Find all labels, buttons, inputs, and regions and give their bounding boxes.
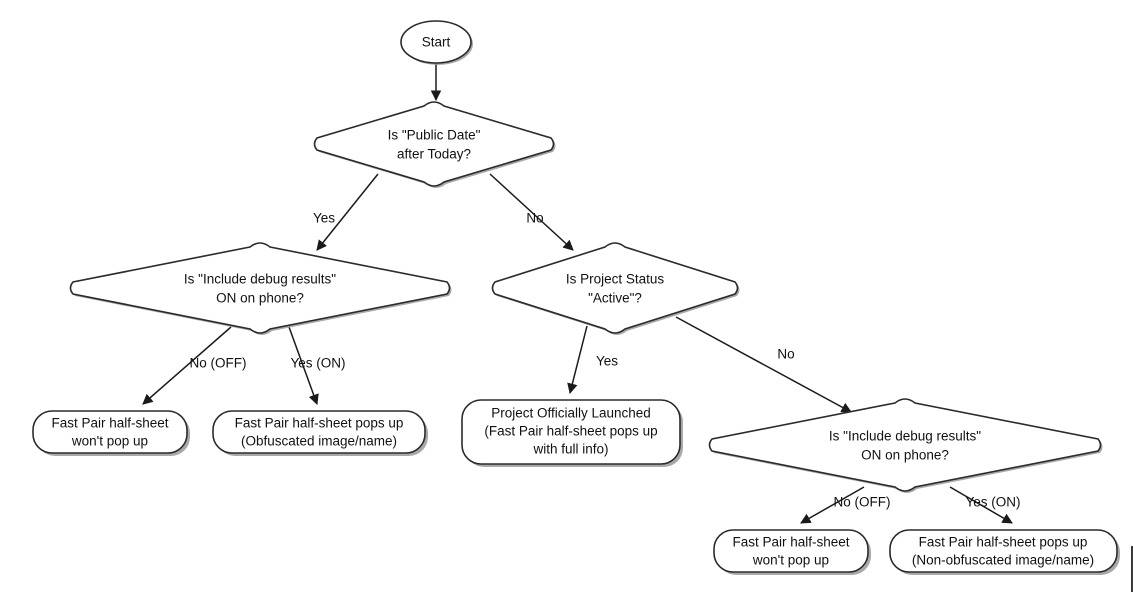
result-no-off-right-line2: won't pop up <box>752 553 829 568</box>
debug-right-diamond <box>708 398 1102 492</box>
project-launched-line1: Project Officially Launched <box>491 406 651 421</box>
edge-debug-right-yes-on <box>949 486 1013 524</box>
node-debug-results-left-decision[interactable]: Is "Include debug results" ON on phone? <box>69 242 451 334</box>
debug-left-diamond <box>69 242 451 334</box>
edge-label-project-status-no: No <box>777 347 794 362</box>
result-yes-on-right-box <box>889 529 1118 573</box>
project-launched-line3: with full info) <box>532 442 608 457</box>
project-status-diamond <box>491 242 739 334</box>
edges-layer <box>142 63 1013 524</box>
edge-label-project-status-yes: Yes <box>596 354 618 369</box>
project-status-label-line2: "Active"? <box>588 291 642 306</box>
project-launched-line2: (Fast Pair half-sheet pops up <box>484 424 657 439</box>
edge-debug-left-no-off <box>142 326 232 405</box>
right-edge-artifact <box>1131 546 1133 592</box>
edge-labels-layer: Yes No No (OFF) Yes (ON) Yes No No (OFF)… <box>190 211 1021 510</box>
debug-right-label-line1: Is "Include debug results" <box>829 429 981 444</box>
node-start[interactable]: Start <box>400 20 472 64</box>
edge-project-status-yes <box>567 325 588 395</box>
public-date-diamond <box>313 101 555 187</box>
debug-left-label-line2: ON on phone? <box>216 291 304 306</box>
project-status-label-line1: Is Project Status <box>566 272 665 287</box>
node-result-no-off-left[interactable]: Fast Pair half-sheet won't pop up <box>32 410 188 454</box>
result-no-off-right-box <box>713 529 869 573</box>
result-yes-on-left-box <box>212 410 426 454</box>
edge-label-debug-left-yes-on: Yes (ON) <box>290 356 345 371</box>
node-debug-results-right-decision[interactable]: Is "Include debug results" ON on phone? <box>708 398 1102 492</box>
edge-debug-right-no-off <box>800 486 865 524</box>
node-project-status-decision[interactable]: Is Project Status "Active"? <box>491 242 739 334</box>
edge-label-debug-left-no-off: No (OFF) <box>190 356 247 371</box>
node-result-yes-on-left[interactable]: Fast Pair half-sheet pops up (Obfuscated… <box>212 410 426 454</box>
edge-label-debug-right-no-off: No (OFF) <box>834 495 891 510</box>
result-no-off-right-line1: Fast Pair half-sheet <box>732 535 849 550</box>
edge-public-date-no <box>489 173 574 251</box>
edge-debug-left-yes-on <box>288 326 319 405</box>
result-no-off-left-line2: won't pop up <box>71 434 148 449</box>
start-node-label: Start <box>422 35 451 50</box>
edge-public-date-yes <box>316 173 379 251</box>
result-yes-on-right-line2: (Non-obfuscated image/name) <box>912 553 1094 568</box>
debug-left-label-line1: Is "Include debug results" <box>184 272 336 287</box>
edge-label-public-date-yes: Yes <box>313 211 335 226</box>
node-result-no-off-right[interactable]: Fast Pair half-sheet won't pop up <box>713 529 869 573</box>
result-yes-on-left-line2: (Obfuscated image/name) <box>241 434 397 449</box>
result-no-off-left-box <box>32 410 188 454</box>
edge-project-status-no <box>675 316 852 413</box>
result-yes-on-left-line1: Fast Pair half-sheet pops up <box>235 416 404 431</box>
result-no-off-left-line1: Fast Pair half-sheet <box>51 416 168 431</box>
node-project-launched[interactable]: Project Officially Launched (Fast Pair h… <box>461 399 681 465</box>
result-yes-on-right-line1: Fast Pair half-sheet pops up <box>919 535 1088 550</box>
edge-label-public-date-no: No <box>526 211 543 226</box>
start-node-shape <box>400 20 472 64</box>
node-public-date-decision[interactable]: Is "Public Date" after Today? <box>313 101 555 187</box>
node-result-yes-on-right[interactable]: Fast Pair half-sheet pops up (Non-obfusc… <box>889 529 1118 573</box>
public-date-label-line1: Is "Public Date" <box>388 128 481 143</box>
public-date-label-line2: after Today? <box>397 147 471 162</box>
project-launched-box <box>461 399 681 465</box>
debug-right-label-line2: ON on phone? <box>861 448 949 463</box>
edge-label-debug-right-yes-on: Yes (ON) <box>965 495 1020 510</box>
